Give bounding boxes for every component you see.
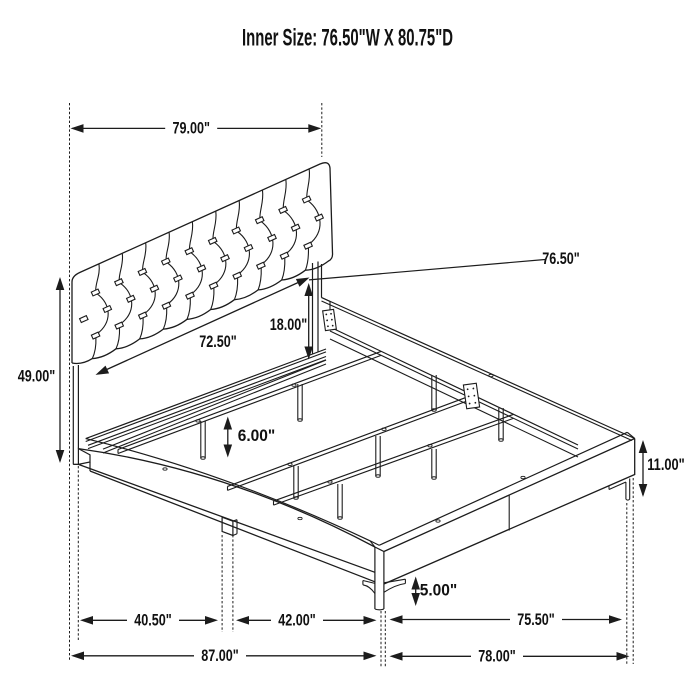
svg-text:6.00": 6.00" <box>238 427 276 445</box>
svg-text:18.00": 18.00" <box>270 316 308 334</box>
svg-text:49.00": 49.00" <box>18 368 56 386</box>
svg-text:5.00": 5.00" <box>420 582 458 600</box>
svg-text:78.00": 78.00" <box>478 648 516 666</box>
svg-text:79.00": 79.00" <box>172 120 210 138</box>
svg-text:Inner Size: 76.50"W X 80.75"D: Inner Size: 76.50"W X 80.75"D <box>242 25 453 52</box>
svg-text:40.50": 40.50" <box>134 612 172 630</box>
svg-text:76.50": 76.50" <box>542 250 580 268</box>
svg-text:87.00": 87.00" <box>201 647 239 665</box>
svg-text:72.50": 72.50" <box>199 333 237 351</box>
svg-text:75.50": 75.50" <box>517 611 555 629</box>
svg-text:11.00": 11.00" <box>647 456 685 474</box>
svg-text:42.00": 42.00" <box>278 612 316 630</box>
